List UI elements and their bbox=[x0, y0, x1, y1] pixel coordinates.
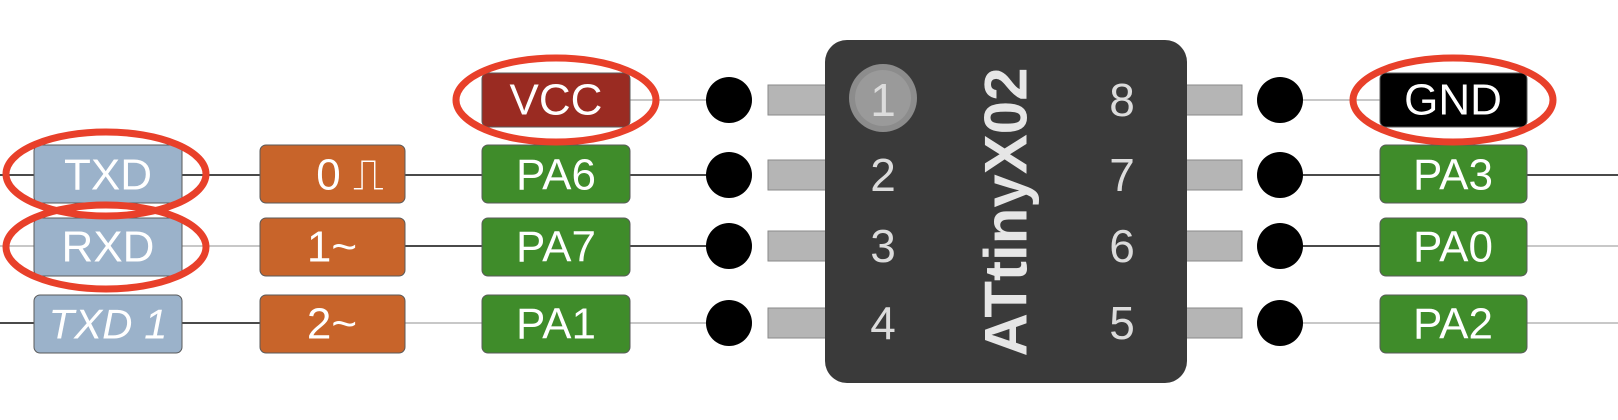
pin-dot-2[interactable] bbox=[706, 152, 752, 198]
label-box-gnd[interactable] bbox=[1379, 72, 1528, 128]
pin-dot-8[interactable] bbox=[1257, 77, 1303, 123]
label-pa1: PA1 bbox=[516, 300, 596, 349]
label-d1: 1~ bbox=[307, 223, 357, 272]
highlight-ring-gnd bbox=[1349, 54, 1557, 146]
leg-3 bbox=[767, 230, 831, 262]
label-d0: 0 ⎍ bbox=[316, 151, 384, 200]
highlight-ring-rxd bbox=[2, 201, 210, 293]
leg-2 bbox=[767, 159, 831, 191]
label-rxd: RXD bbox=[62, 223, 155, 272]
label-gnd: GND bbox=[1404, 76, 1502, 125]
connection-wires bbox=[0, 99, 1618, 324]
leg-7 bbox=[1179, 159, 1243, 191]
leg-5 bbox=[1179, 307, 1243, 339]
highlight-ring-vcc bbox=[452, 54, 660, 146]
label-txd: TXD bbox=[64, 151, 152, 200]
leg-1 bbox=[767, 84, 831, 116]
pin-dot-5[interactable] bbox=[1257, 300, 1303, 346]
chip-name: ATtinyX02 bbox=[973, 68, 1040, 357]
label-box-pa7[interactable] bbox=[481, 217, 631, 277]
label-box-pa1[interactable] bbox=[481, 294, 631, 354]
pin1-marker-inner bbox=[855, 70, 911, 126]
pin-dot-1[interactable] bbox=[706, 77, 752, 123]
pin-number-3: 3 bbox=[870, 220, 896, 272]
label-pa2: PA2 bbox=[1413, 300, 1493, 349]
pin-number-8: 8 bbox=[1109, 74, 1135, 126]
pin-label-texts: VCC GND PA6 PA7 PA1 PA3 PA0 PA2 0 ⎍ 1~ 2… bbox=[48, 76, 1501, 349]
label-box-txd1[interactable] bbox=[33, 294, 183, 354]
pin-dots bbox=[706, 77, 1303, 346]
label-box-vcc[interactable] bbox=[481, 72, 631, 128]
label-pa0: PA0 bbox=[1413, 223, 1493, 272]
pin-dot-3[interactable] bbox=[706, 223, 752, 269]
pin-number-6: 6 bbox=[1109, 220, 1135, 272]
label-box-d2[interactable] bbox=[259, 294, 406, 354]
label-box-pa0[interactable] bbox=[1379, 217, 1528, 277]
pin-number-5: 5 bbox=[1109, 297, 1135, 349]
label-pa6: PA6 bbox=[516, 151, 596, 200]
leg-8 bbox=[1179, 84, 1243, 116]
highlight-rings bbox=[2, 54, 1557, 293]
label-txd1: TXD 1 bbox=[48, 301, 167, 348]
pin-dot-6[interactable] bbox=[1257, 223, 1303, 269]
pin-numbers: 1 2 3 4 8 7 6 5 bbox=[870, 74, 1135, 349]
pin-labels bbox=[33, 72, 1528, 354]
label-pa3: PA3 bbox=[1413, 151, 1493, 200]
pin-number-7: 7 bbox=[1109, 149, 1135, 201]
label-box-pa2[interactable] bbox=[1379, 294, 1528, 354]
label-box-d0[interactable] bbox=[259, 144, 406, 204]
chip-legs bbox=[767, 84, 1243, 339]
pin-dot-7[interactable] bbox=[1257, 152, 1303, 198]
pin-number-1: 1 bbox=[870, 74, 896, 126]
label-vcc: VCC bbox=[510, 76, 603, 125]
label-d2: 2~ bbox=[307, 300, 357, 349]
pin-number-4: 4 bbox=[870, 297, 896, 349]
label-box-d1[interactable] bbox=[259, 217, 406, 277]
pin-number-2: 2 bbox=[870, 149, 896, 201]
highlight-ring-txd bbox=[2, 128, 210, 220]
label-pa7: PA7 bbox=[516, 223, 596, 272]
chip-body bbox=[825, 40, 1187, 383]
pin-dot-4[interactable] bbox=[706, 300, 752, 346]
leg-4 bbox=[767, 307, 831, 339]
leg-6 bbox=[1179, 230, 1243, 262]
